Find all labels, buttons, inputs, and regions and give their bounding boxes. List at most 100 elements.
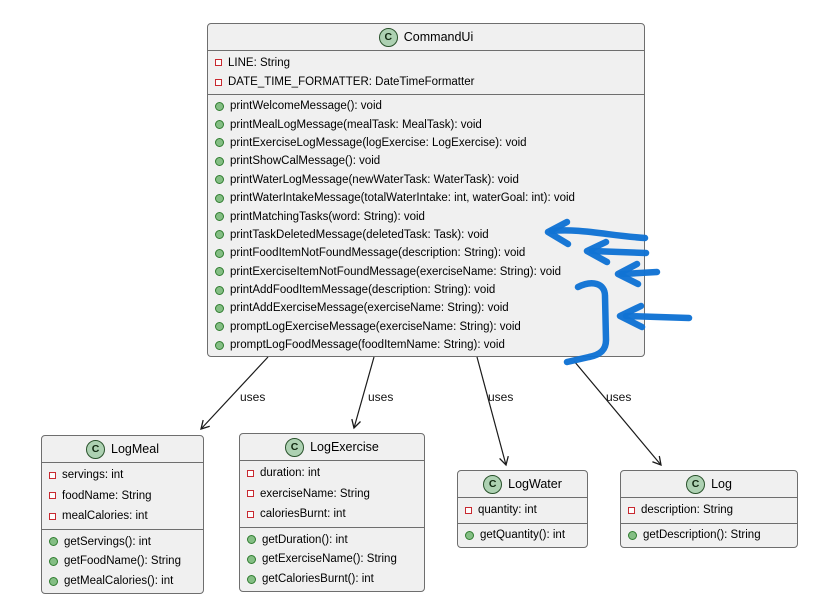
method-row: printAddExerciseMessage(exerciseName: St…: [208, 299, 644, 317]
method-text: printMealLogMessage(mealTask: MealTask):…: [230, 118, 482, 131]
field-text: description: String: [641, 504, 734, 517]
uses-arrow-to-log: [573, 360, 661, 465]
class-icon: C: [686, 474, 706, 494]
private-field-icon: [247, 490, 254, 498]
field-text: mealCalories: int: [62, 510, 148, 523]
class-icon: C: [86, 439, 106, 459]
method-row: promptLogExerciseMessage(exerciseName: S…: [208, 318, 644, 336]
class-icon: C: [285, 437, 305, 457]
public-method-icon: [215, 120, 224, 130]
public-method-icon: [215, 285, 224, 295]
methods-section: getDescription(): String: [621, 522, 797, 548]
field-text: DATE_TIME_FORMATTER: DateTimeFormatter: [228, 76, 475, 89]
field-text: LINE: String: [228, 56, 290, 69]
method-row: printWaterIntakeMessage(totalWaterIntake…: [208, 189, 644, 207]
method-text: getCaloriesBurnt(): int: [262, 573, 374, 586]
method-text: getDescription(): String: [643, 529, 761, 542]
method-text: printExerciseLogMessage(logExercise: Log…: [230, 136, 527, 149]
class-title: C LogWater: [458, 471, 587, 497]
method-row: printFoodItemNotFoundMessage(description…: [208, 244, 644, 262]
public-method-icon: [215, 101, 224, 111]
public-method-icon: [215, 193, 224, 203]
public-method-icon: [215, 322, 224, 332]
private-field-icon: [247, 510, 254, 518]
class-title: C LogMeal: [42, 436, 203, 462]
public-method-icon: [215, 248, 224, 258]
relation-label-logwater: uses: [488, 390, 514, 404]
field-text: exerciseName: String: [260, 487, 370, 500]
method-text: printShowCalMessage(): void: [230, 155, 381, 168]
private-field-icon: [628, 506, 635, 514]
public-method-icon: [49, 576, 58, 586]
public-method-icon: [215, 156, 224, 166]
field-row: servings: int: [42, 465, 203, 486]
method-text: getServings(): int: [64, 535, 151, 548]
public-method-icon: [247, 535, 256, 545]
methods-section: printWelcomeMessage(): void printMealLogM…: [208, 94, 644, 356]
fields-section: servings: int foodName: String mealCalorie…: [42, 462, 203, 529]
class-box-logwater: C LogWater quantity: int getQuantity(): …: [457, 470, 588, 549]
method-row: getDuration(): int: [240, 530, 424, 550]
relation-label-logmeal: uses: [240, 390, 266, 404]
class-name: LogWater: [508, 477, 562, 491]
method-row: printTaskDeletedMessage(deletedTask: Tas…: [208, 226, 644, 244]
method-text: getFoodName(): String: [64, 555, 181, 568]
method-text: printWaterIntakeMessage(totalWaterIntake…: [230, 192, 575, 205]
method-row: printMealLogMessage(mealTask: MealTask):…: [208, 115, 644, 133]
method-text: printMatchingTasks(word: String): void: [230, 210, 425, 223]
field-row: duration: int: [240, 463, 424, 484]
uses-arrow-to-logwater: [476, 356, 506, 465]
method-row: printMatchingTasks(word: String): void: [208, 207, 644, 225]
field-text: caloriesBurnt: int: [260, 508, 346, 521]
public-method-icon: [247, 574, 256, 584]
fields-section: description: String: [621, 497, 797, 523]
private-field-icon: [49, 512, 56, 520]
public-method-icon: [49, 537, 58, 547]
public-method-icon: [215, 267, 224, 277]
method-text: printAddFoodItemMessage(description: Str…: [230, 284, 496, 297]
field-row: exerciseName: String: [240, 484, 424, 505]
method-text: getDuration(): int: [262, 533, 348, 546]
method-row: getDescription(): String: [621, 526, 797, 546]
private-field-icon: [215, 59, 222, 67]
method-row: printWelcomeMessage(): void: [208, 97, 644, 115]
method-row: getExerciseName(): String: [240, 550, 424, 570]
method-row: getCaloriesBurnt(): int: [240, 569, 424, 589]
method-text: printAddExerciseMessage(exerciseName: St…: [230, 302, 509, 315]
class-name: Log: [711, 477, 732, 491]
field-row: quantity: int: [458, 500, 587, 521]
public-method-icon: [215, 175, 224, 185]
method-text: getQuantity(): int: [480, 529, 566, 542]
field-row: description: String: [621, 500, 797, 521]
public-method-icon: [215, 303, 224, 313]
field-text: servings: int: [62, 469, 124, 482]
method-text: printExerciseItemNotFoundMessage(exercis…: [230, 265, 562, 278]
class-box-log: C Log description: String getDescription…: [620, 470, 798, 549]
method-row: getFoodName(): String: [42, 552, 203, 572]
field-text: duration: int: [260, 467, 321, 480]
method-row: printWaterLogMessage(newWaterTask: Water…: [208, 171, 644, 189]
private-field-icon: [49, 471, 56, 479]
class-icon: C: [378, 27, 398, 47]
method-row: getMealCalories(): int: [42, 571, 203, 591]
class-box-logmeal: C LogMeal servings: int foodName: String m…: [41, 435, 204, 595]
method-row: printShowCalMessage(): void: [208, 152, 644, 170]
methods-section: getQuantity(): int: [458, 522, 587, 548]
method-row: getQuantity(): int: [458, 526, 587, 546]
public-method-icon: [628, 530, 637, 540]
method-row: printAddFoodItemMessage(description: Str…: [208, 281, 644, 299]
method-text: printFoodItemNotFoundMessage(description…: [230, 247, 526, 260]
field-row: caloriesBurnt: int: [240, 504, 424, 525]
private-field-icon: [49, 492, 56, 500]
field-text: foodName: String: [62, 489, 152, 502]
public-method-icon: [247, 554, 256, 564]
class-title: C Log: [621, 471, 797, 497]
method-row: getServings(): int: [42, 532, 203, 552]
class-name: CommandUi: [403, 30, 474, 44]
private-field-icon: [465, 506, 472, 514]
field-text: quantity: int: [478, 504, 537, 517]
